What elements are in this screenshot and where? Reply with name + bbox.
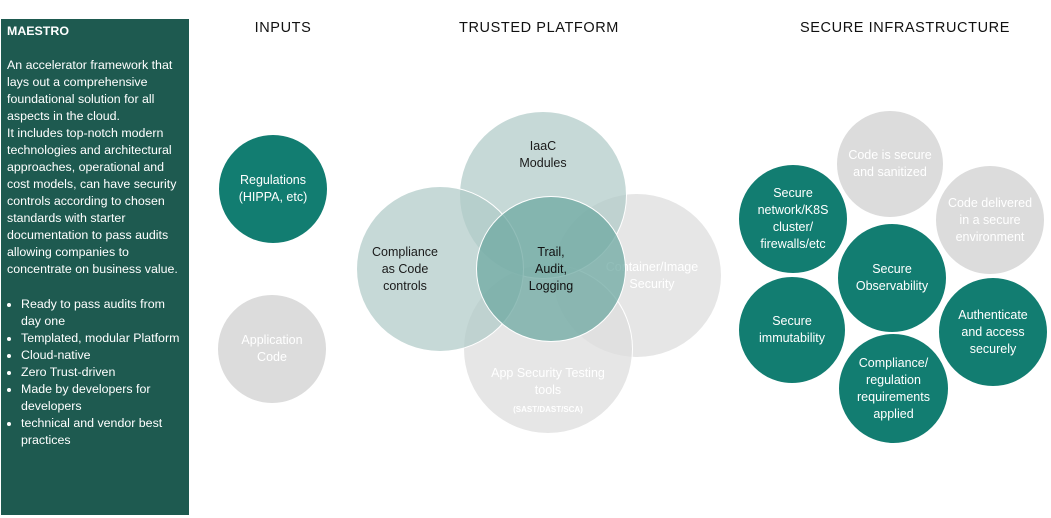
container-security-label: Container/Image Security	[605, 259, 699, 291]
maestro-panel: MAESTRO An accelerator framework that la…	[1, 19, 189, 515]
compliance-requirements-label: Compliance/ regulation requirements appl…	[857, 355, 930, 421]
app-security-label: App Security Testing tools	[491, 366, 605, 397]
authenticate-circle: Authenticate and access securely	[937, 276, 1049, 388]
inputs-heading: INPUTS	[254, 20, 312, 36]
iaac-modules-label: IaaC Modules	[519, 139, 567, 170]
code-secure-label: Code is secure and sanitized	[848, 148, 932, 179]
application-code-circle: Application Code	[216, 293, 328, 405]
panel-description: An accelerator framework that lays out a…	[7, 58, 178, 276]
trail-audit-logging-circle: Trail, Audit, Logging	[476, 196, 626, 342]
secure-network-circle: Secure network/K8S cluster/ firewalls/et…	[737, 163, 849, 275]
list-item: technical and vendor best practices	[21, 415, 184, 449]
panel-title: MAESTRO	[7, 24, 69, 38]
secure-immutability-circle: Secure immutability	[737, 275, 847, 385]
regulations-label: Regulations (HIPPA, etc)	[238, 173, 308, 204]
platform-heading: TRUSTED PLATFORM	[459, 20, 619, 36]
app-security-text: App Security Testing tools (SAST/DAST/SC…	[491, 365, 605, 415]
secure-immutability-label: Secure immutability	[759, 314, 825, 345]
trail-audit-logging-label: Trail, Audit, Logging	[528, 244, 574, 293]
code-delivered-label: Code delivered in a secure environment	[947, 195, 1033, 244]
compliance-requirements-circle: Compliance/ regulation requirements appl…	[837, 332, 950, 445]
app-security-sublabel: (SAST/DAST/SCA)	[513, 405, 583, 414]
list-item: Made by developers for developers	[21, 381, 184, 415]
secure-observability-label: Secure Observability	[855, 262, 929, 293]
application-code-label: Application Code	[241, 333, 303, 364]
code-secure-circle: Code is secure and sanitized	[835, 109, 945, 219]
compliance-as-code-label: Compliance as Code controls	[372, 244, 439, 293]
list-item: Zero Trust-driven	[21, 364, 184, 381]
list-item: Cloud-native	[21, 347, 184, 364]
code-delivered-circle: Code delivered in a secure environment	[934, 164, 1046, 276]
list-item: Templated, modular Platform	[21, 330, 184, 347]
authenticate-label: Authenticate and access securely	[958, 307, 1028, 356]
secure-observability-circle: Secure Observability	[836, 222, 948, 334]
infrastructure-heading: SECURE INFRASTRUCTURE	[800, 20, 1010, 36]
regulations-circle: Regulations (HIPPA, etc)	[217, 133, 329, 245]
list-item: Ready to pass audits from day one	[21, 296, 184, 330]
feature-list: Ready to pass audits from day one Templa…	[7, 296, 184, 449]
secure-network-label: Secure network/K8S cluster/ firewalls/et…	[757, 186, 829, 251]
